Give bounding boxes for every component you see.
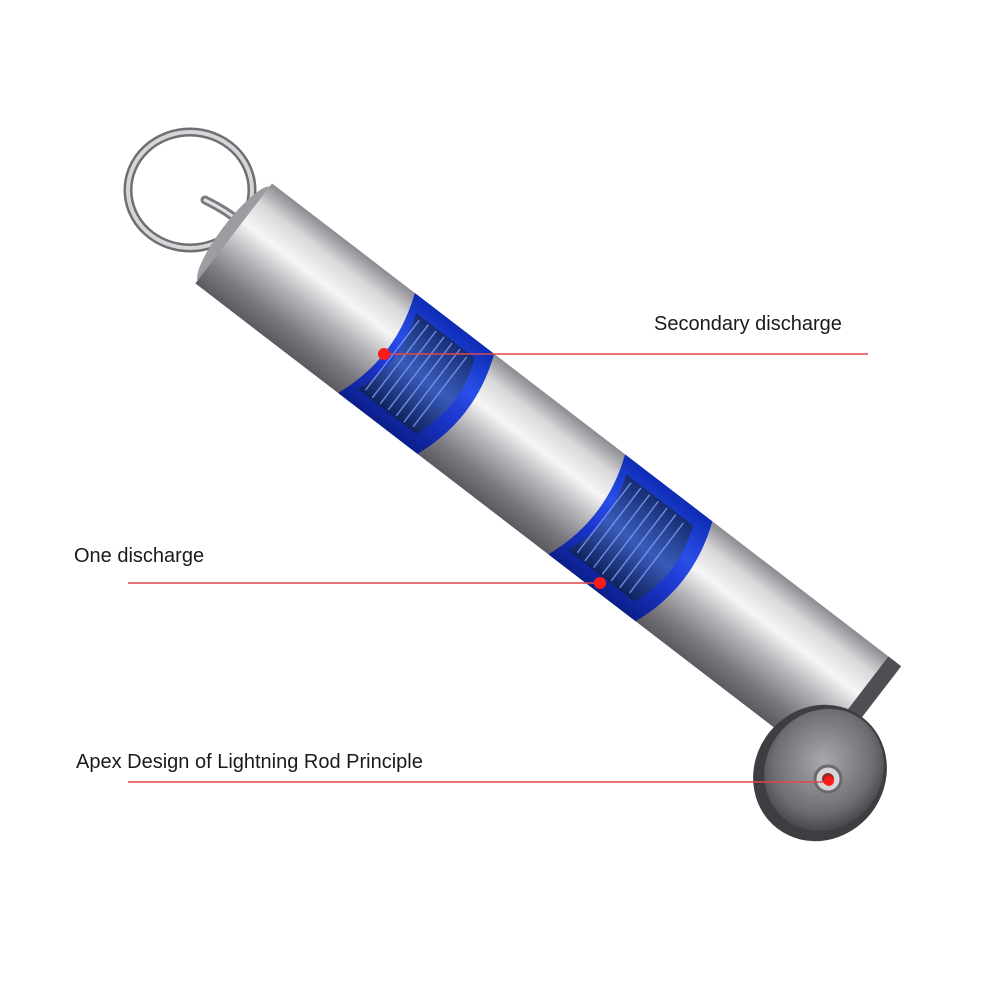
callout-dot-one	[594, 577, 606, 589]
callout-dot-apex	[824, 776, 834, 786]
device-body	[195, 183, 902, 767]
secondary-discharge-window	[338, 293, 495, 454]
callout-lines	[128, 353, 868, 783]
callout-dot-secondary	[378, 348, 390, 360]
callout-dots	[378, 348, 834, 786]
apex-cap	[753, 704, 887, 842]
callout-label-apex: Apex Design of Lightning Rod Principle	[76, 751, 423, 773]
one-discharge-window	[548, 454, 713, 622]
callout-label-secondary: Secondary discharge	[654, 313, 842, 335]
callout-label-one: One discharge	[74, 545, 205, 567]
